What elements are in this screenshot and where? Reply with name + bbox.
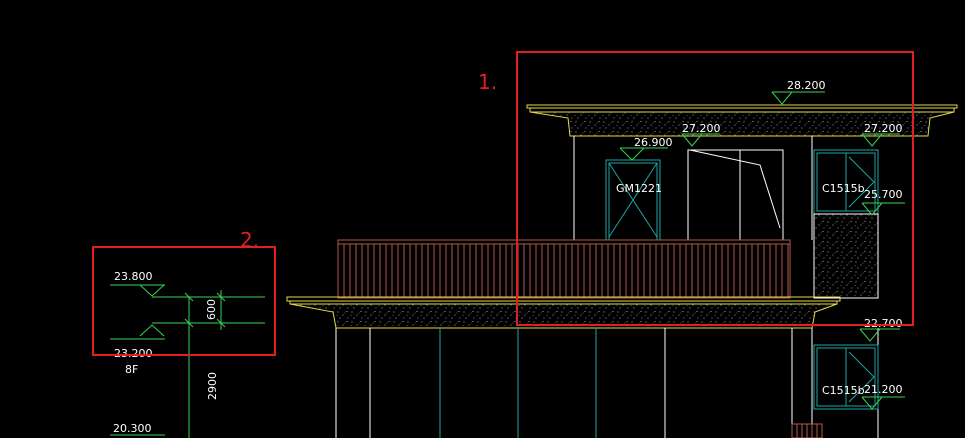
window-c1515b-lower	[813, 344, 879, 410]
markup-label-1: 1.	[478, 70, 497, 94]
door-label-gm1221: GM1221	[616, 182, 662, 195]
lower-window-grid	[439, 328, 597, 438]
elev-26900: 26.900	[634, 136, 673, 149]
hatched-column	[813, 213, 879, 299]
upper-roof-slab	[526, 104, 958, 137]
elevation-markers	[110, 91, 905, 436]
elev-22700: 22.700	[864, 317, 903, 330]
elev-28200: 28.200	[787, 79, 826, 92]
elev-20300: 20.300	[113, 422, 152, 435]
elev-27200-left: 27.200	[682, 122, 721, 135]
markup-box-2	[92, 246, 276, 356]
dim-2900: 2900	[206, 372, 219, 400]
markup-label-2: 2.	[240, 228, 259, 252]
balcony-railing	[337, 239, 791, 299]
elev-21200: 21.200	[864, 383, 903, 396]
window-label-upper: C1515b	[822, 182, 865, 195]
lower-railing	[791, 423, 823, 438]
floor-label: 8F	[125, 363, 138, 376]
dim-600: 600	[205, 299, 218, 320]
elev-25700: 25.700	[864, 188, 903, 201]
sliding-door-open	[687, 149, 784, 240]
markup-boxes	[92, 51, 914, 356]
main-floor-slab	[286, 296, 841, 329]
markup-box-1	[516, 51, 914, 326]
upper-floor-walls	[573, 136, 813, 240]
window-label-lower: C1515b	[822, 384, 865, 397]
elev-23800: 23.800	[114, 270, 153, 283]
elev-27200-right: 27.200	[864, 122, 903, 135]
door-gm1221	[605, 159, 661, 241]
elev-23200: 23.200	[114, 347, 153, 360]
lower-floor-walls	[335, 328, 879, 438]
dimension-chain	[152, 290, 265, 438]
